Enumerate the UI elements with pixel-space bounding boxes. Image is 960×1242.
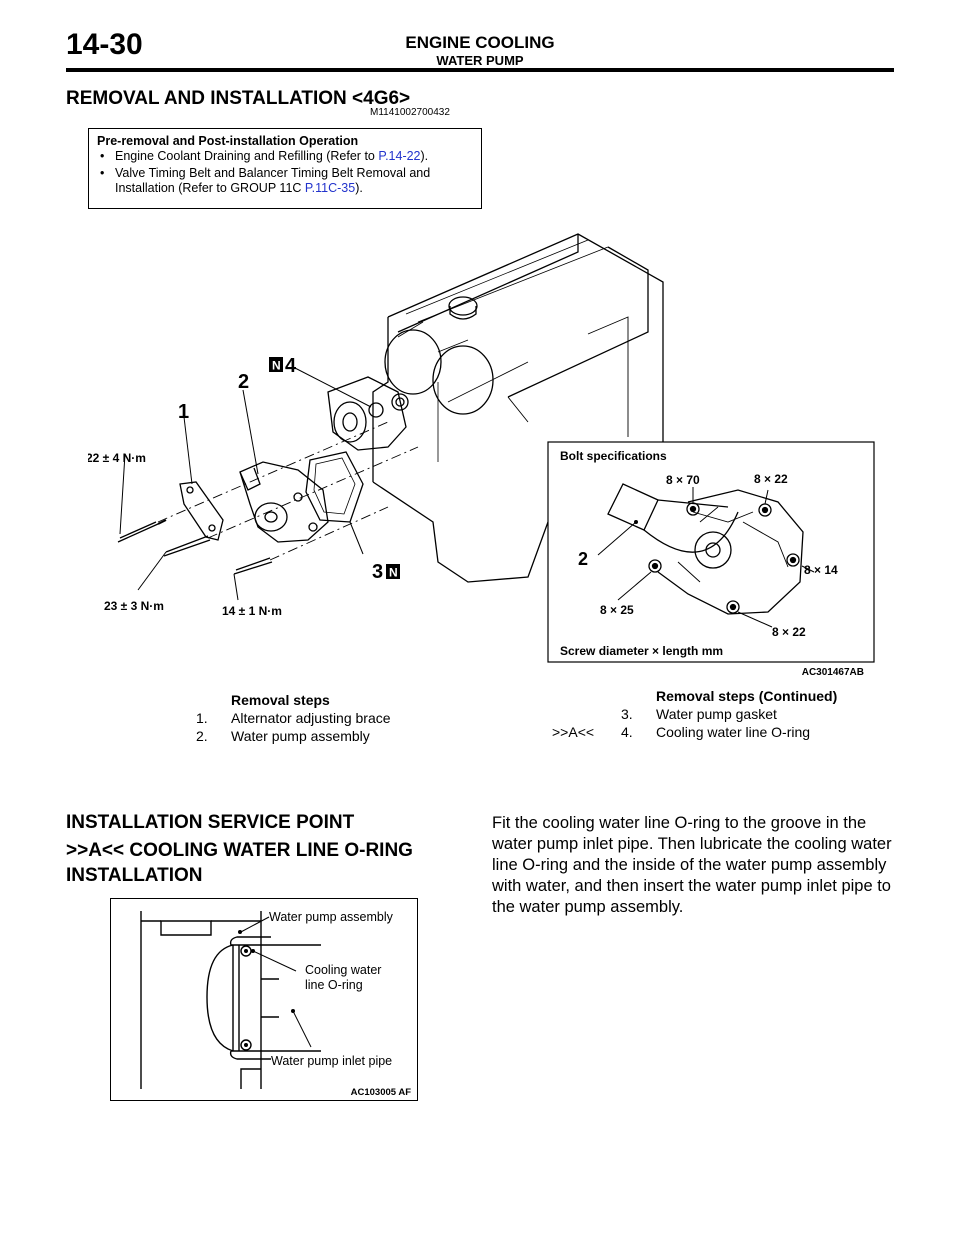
ref-link-11c-35[interactable]: P.11C-35 [304, 181, 356, 195]
callout-3: 3 [372, 561, 383, 583]
callout-2: 2 [238, 371, 249, 393]
bolt-spec-inset: Bolt specifications 8 × 70 8 × 22 8 × 14… [547, 441, 875, 663]
bolt-spec-title: Bolt specifications [560, 449, 667, 463]
new-part-marker [269, 357, 283, 372]
removal-step-3-text: Water pump gasket [656, 706, 777, 722]
service-subheading-line2: INSTALLATION [66, 865, 203, 886]
label-o-ring-line1: Cooling water [305, 963, 381, 977]
removal-step-2-text: Water pump assembly [231, 728, 370, 744]
figure-code: AC301467AB [802, 667, 864, 678]
water-pump-exploded-diagram: 1 2 N 4 3 N 22 ± 4 N·m 23 ± 3 N·m 14 ± 1… [88, 233, 875, 678]
item-text: Engine Coolant Draining and Refilling (R… [115, 149, 379, 163]
removal-step-1-text: Alternator adjusting brace [231, 710, 391, 726]
o-ring-detail-figure: Water pump assembly Cooling water line O… [110, 898, 418, 1101]
service-point-mark: >>A<< [552, 724, 595, 740]
removal-step-2-num: 2. [196, 728, 208, 744]
pre-removal-box: Pre-removal and Post-installation Operat… [88, 128, 482, 209]
bolt-spec-part-2: 2 [578, 549, 588, 569]
ref-link-14-22[interactable]: P.14-22 [378, 149, 421, 163]
header-rule [66, 68, 894, 72]
subsection-title: WATER PUMP [436, 53, 524, 68]
pre-removal-heading: Pre-removal and Post-installation Operat… [97, 134, 359, 148]
new-part-mark-3: N [389, 566, 398, 580]
new-part-mark-4: N [272, 359, 281, 373]
callout-4: 4 [285, 355, 297, 377]
label-water-pump-assembly: Water pump assembly [269, 910, 394, 924]
removal-steps-heading: Removal steps [231, 692, 330, 708]
service-instructions: Fit the cooling water line O-ring to the… [492, 814, 892, 916]
removal-step-4-num: 4. [621, 724, 633, 740]
service-point-heading: INSTALLATION SERVICE POINT [66, 812, 355, 833]
page-title: REMOVAL AND INSTALLATION <4G6> [66, 88, 411, 109]
pre-removal-item-2: Valve Timing Belt and Balancer Timing Be… [97, 166, 473, 196]
removal-steps-continued-heading: Removal steps (Continued) [656, 688, 838, 704]
bolt-spec-8x22-bottom: 8 × 22 [772, 625, 806, 639]
bolt-spec-8x25: 8 × 25 [600, 603, 634, 617]
item-end: ). [420, 149, 429, 163]
removal-step-3-num: 3. [621, 706, 633, 722]
removal-step-4-text: Cooling water line O-ring [656, 724, 811, 740]
label-water-pump-inlet-pipe: Water pump inlet pipe [271, 1054, 392, 1068]
bolt-spec-8x70: 8 × 70 [666, 473, 700, 487]
page-number: 14-30 [66, 28, 143, 61]
item-text: Valve Timing Belt and Balancer Timing Be… [115, 166, 431, 195]
item-end: ). [355, 181, 363, 195]
document-code: M1141002700432 [370, 107, 450, 118]
pre-removal-item-1: Engine Coolant Draining and Refilling (R… [97, 149, 473, 164]
torque-label-1: 22 ± 4 N·m [88, 451, 146, 465]
section-title: ENGINE COOLING [405, 33, 555, 52]
service-subheading-line1: >>A<< COOLING WATER LINE O-RING [66, 840, 413, 861]
label-o-ring-line2: line O-ring [305, 978, 363, 992]
bolt-spec-8x14: 8 × 14 [804, 563, 838, 577]
new-part-marker [386, 564, 400, 579]
figure2-code: AC103005 AF [351, 1087, 412, 1098]
callout-1: 1 [178, 401, 189, 423]
torque-label-3: 14 ± 1 N·m [222, 604, 282, 618]
removal-step-1-num: 1. [196, 710, 208, 726]
torque-label-2: 23 ± 3 N·m [104, 599, 164, 613]
bolt-spec-footer: Screw diameter × length mm [560, 644, 723, 658]
bolt-spec-8x22-top: 8 × 22 [754, 472, 788, 486]
